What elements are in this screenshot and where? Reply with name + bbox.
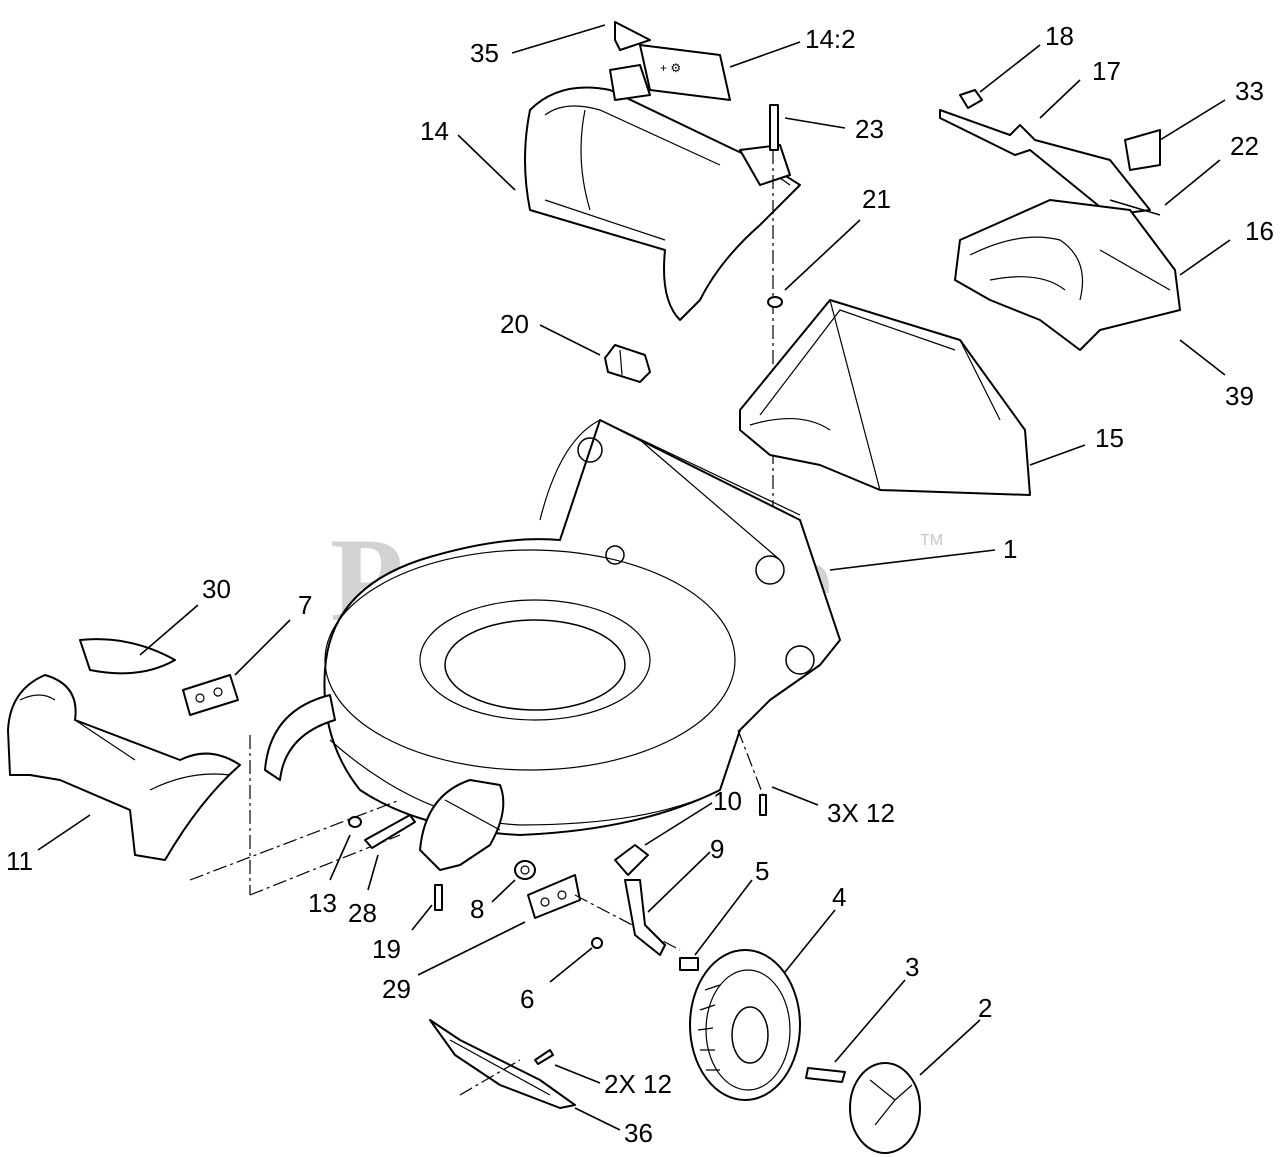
callout-30: 30 bbox=[202, 574, 231, 604]
part-2-hubcap bbox=[849, 1062, 921, 1154]
callout-15: 15 bbox=[1095, 423, 1124, 453]
callout-35: 35 bbox=[470, 38, 499, 68]
callout-5: 5 bbox=[755, 856, 769, 886]
part-22-screw bbox=[1109, 199, 1161, 216]
part-8-washer bbox=[514, 860, 536, 880]
callout-28: 28 bbox=[348, 898, 377, 928]
part-11-front-cover bbox=[7, 674, 241, 861]
callout-6: 6 bbox=[520, 984, 534, 1014]
part-3x12-screw bbox=[737, 729, 767, 816]
callout-9: 9 bbox=[710, 834, 724, 864]
callout-8: 8 bbox=[470, 894, 484, 924]
callout-18: 18 bbox=[1045, 21, 1074, 51]
part-3-bolt bbox=[805, 1067, 846, 1083]
callout-16: 16 bbox=[1245, 216, 1274, 246]
part-30-decal bbox=[79, 638, 176, 675]
part-33-decal bbox=[1124, 129, 1161, 171]
callout-20: 20 bbox=[500, 309, 529, 339]
callout-4: 4 bbox=[832, 882, 846, 912]
height-adjuster-plate bbox=[419, 779, 505, 871]
part-1-deck bbox=[323, 419, 841, 836]
callout-2: 2 bbox=[978, 993, 992, 1023]
leader-lines bbox=[37, 24, 1231, 1131]
part-18-knob bbox=[959, 89, 983, 109]
callout-29: 29 bbox=[382, 974, 411, 1004]
callout-33: 33 bbox=[1235, 76, 1264, 106]
part-20-clip bbox=[604, 344, 651, 383]
part-23-bolt bbox=[769, 104, 779, 151]
part-35-decal: + ⚙ bbox=[614, 21, 731, 101]
callout-14-2: 14:2 bbox=[805, 24, 856, 54]
part-2x12-screw bbox=[534, 1049, 554, 1065]
callout-36: 36 bbox=[624, 1118, 653, 1148]
callout-23: 23 bbox=[855, 114, 884, 144]
part-15-chute bbox=[739, 299, 1031, 496]
callout-labels: 35 14:2 14 23 21 20 18 17 33 22 16 39 15… bbox=[6, 21, 1274, 1148]
part-28-lever bbox=[364, 814, 416, 849]
part-36-scraper bbox=[429, 1019, 576, 1109]
callout-2x12: 2X 12 bbox=[604, 1069, 672, 1099]
callout-17: 17 bbox=[1092, 56, 1121, 86]
callout-1: 1 bbox=[1003, 534, 1017, 564]
callout-10: 10 bbox=[713, 786, 742, 816]
part-19-pin bbox=[434, 884, 443, 911]
part-21-nut bbox=[767, 296, 783, 308]
callout-3: 3 bbox=[905, 952, 919, 982]
callout-11: 11 bbox=[6, 846, 33, 876]
part-6-nut bbox=[591, 937, 603, 949]
watermark-trademark: TM bbox=[920, 532, 943, 549]
part-17-handle-bar bbox=[939, 109, 1151, 216]
svg-text:+ ⚙: + ⚙ bbox=[660, 61, 681, 75]
deck-side-arc bbox=[264, 694, 336, 781]
callout-14: 14 bbox=[420, 116, 449, 146]
part-4-wheel bbox=[689, 949, 801, 1101]
part-9-arm bbox=[624, 879, 666, 956]
part-7-bracket bbox=[182, 674, 239, 716]
callout-21: 21 bbox=[862, 184, 891, 214]
callout-39: 39 bbox=[1225, 381, 1254, 411]
part-14-rear-cover bbox=[524, 64, 801, 321]
part-13-nut bbox=[348, 816, 362, 828]
part-16-bracket bbox=[954, 199, 1181, 351]
callout-19: 19 bbox=[372, 934, 401, 964]
callout-13: 13 bbox=[308, 888, 337, 918]
part-5-bolt bbox=[679, 957, 699, 971]
callout-7: 7 bbox=[298, 590, 312, 620]
part-10-cap bbox=[614, 844, 649, 876]
part-29-plate bbox=[527, 874, 581, 919]
callout-22: 22 bbox=[1230, 131, 1259, 161]
callout-3x12: 3X 12 bbox=[827, 798, 895, 828]
